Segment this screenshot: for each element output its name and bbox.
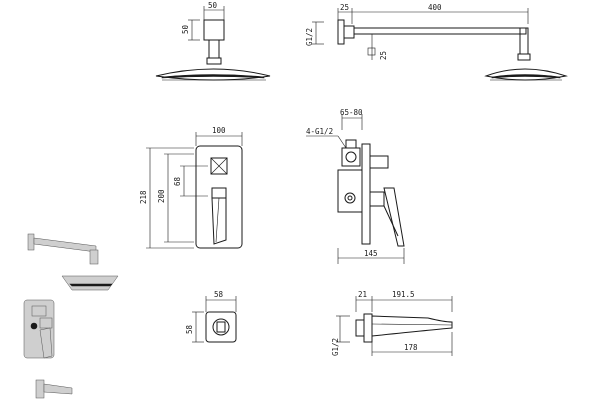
dim-spout-inner: 178 xyxy=(404,343,418,352)
dim-valve-depth: 65-80 xyxy=(340,108,363,117)
knob-front-view: 58 58 xyxy=(185,290,237,343)
dim-valve-total: 145 xyxy=(364,249,378,258)
dim-arm-square: 25 xyxy=(379,51,388,60)
thumbnail-shower-head xyxy=(27,233,119,291)
valve-side-view: 65-80 4-G1/2 145 xyxy=(306,108,405,264)
dim-valve-threads: 4-G1/2 xyxy=(306,127,333,136)
dim-head-width: 50 xyxy=(208,1,218,10)
dim-plate-spacing: 68 xyxy=(173,176,182,186)
dim-spout-length: 191.5 xyxy=(392,290,415,299)
dim-arm-thread: G1/2 xyxy=(305,28,314,46)
dim-arm-length: 400 xyxy=(428,3,442,12)
spout-side-view: 21 191.5 G1/2 178 xyxy=(331,290,453,356)
dim-arm-offset: 25 xyxy=(340,3,349,12)
shower-head-top-view: 50 50 xyxy=(155,1,271,81)
dim-knob-width: 58 xyxy=(214,290,224,299)
dim-spout-offset: 21 xyxy=(358,290,367,299)
thumbnail-mixer xyxy=(23,299,55,359)
mixer-plate-front-view: 100 218 200 68 xyxy=(139,126,243,249)
wall-arm-side-view: 25 400 G1/2 25 xyxy=(305,3,568,81)
thumbnail-spout xyxy=(35,379,73,399)
dim-knob-height: 58 xyxy=(185,324,194,334)
dim-plate-height: 218 xyxy=(139,190,148,204)
dim-spout-thread: G1/2 xyxy=(331,338,340,356)
dim-plate-inner: 200 xyxy=(157,189,166,203)
dim-head-height: 50 xyxy=(181,24,190,34)
dim-plate-width: 100 xyxy=(212,126,226,135)
